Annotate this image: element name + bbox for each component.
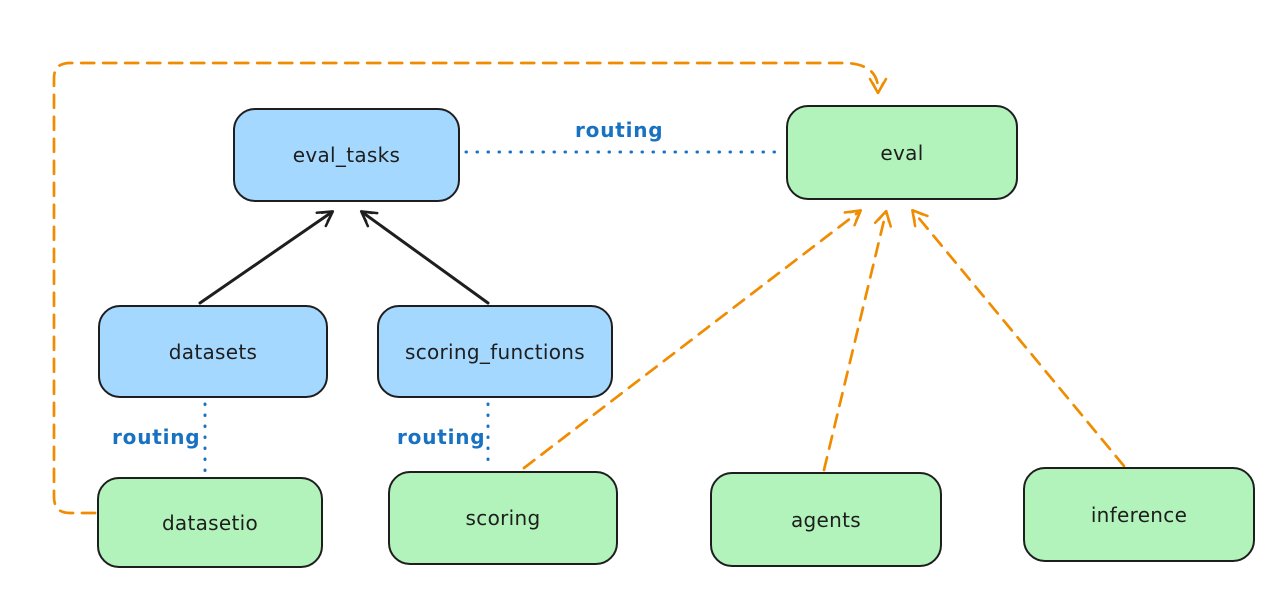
node-datasetio-label: datasetio: [161, 510, 259, 535]
node-scoring-functions: scoring_functions: [377, 305, 613, 398]
edge-scoring-to-eval: [522, 209, 863, 470]
node-inference-label: inference: [1090, 502, 1188, 527]
edge-label-routing-datasets-datasetio: routing: [112, 425, 201, 449]
node-datasets-label: datasets: [168, 339, 258, 364]
node-eval-tasks: eval_tasks: [233, 108, 460, 202]
node-agents: agents: [710, 472, 942, 567]
edge-label-routing-scoring_functions-scoring: routing: [397, 425, 486, 449]
node-agents-label: agents: [791, 507, 861, 532]
node-eval-label: eval: [880, 140, 924, 165]
node-scoring-functions-label: scoring_functions: [404, 339, 586, 364]
edge-datasetio-to-eval: [52, 61, 888, 515]
node-datasets: datasets: [98, 305, 328, 398]
node-eval-tasks-label: eval_tasks: [292, 143, 401, 167]
node-eval: eval: [786, 105, 1018, 200]
edge-scoring_functions-to-eval_tasks: [359, 210, 490, 305]
node-inference: inference: [1023, 467, 1255, 562]
node-scoring-label: scoring: [465, 506, 541, 530]
node-datasetio: datasetio: [97, 477, 323, 568]
edge-label-routing-eval_tasks-eval: routing: [575, 118, 664, 142]
edge-inference-to-eval: [911, 208, 1126, 468]
edge-agents-to-eval: [822, 209, 892, 472]
edge-datasets-to-eval_tasks: [198, 210, 335, 305]
node-scoring: scoring: [388, 471, 618, 565]
